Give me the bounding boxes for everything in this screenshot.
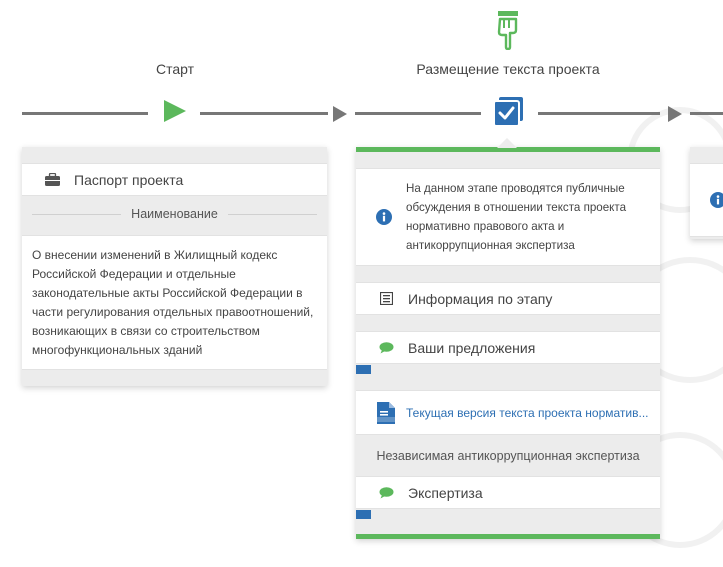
info-circle-icon xyxy=(376,209,392,225)
stage-info-label: Информация по этапу xyxy=(408,290,553,307)
document-link-row[interactable]: Текущая версия текста проекта норматив..… xyxy=(356,390,660,435)
passport-section-label: Наименование xyxy=(131,207,218,221)
next-stage-info-box xyxy=(690,163,723,237)
stage-info-button[interactable]: Информация по этапу xyxy=(356,282,660,315)
card-pointer xyxy=(497,138,517,148)
stage-info-box: На данном этапе проводятся публичные обс… xyxy=(356,168,660,266)
passport-description: О внесении изменений в Жилищный кодекс Р… xyxy=(22,235,327,370)
passport-header[interactable]: Паспорт проекта xyxy=(22,163,327,196)
briefcase-icon xyxy=(44,173,60,186)
document-link[interactable]: Текущая версия текста проекта норматив..… xyxy=(406,405,649,420)
stage-label-current: Размещение текста проекта xyxy=(416,61,600,77)
list-icon xyxy=(378,292,394,305)
proposals-button[interactable]: Ваши предложения xyxy=(356,331,660,364)
expertise-button[interactable]: Экспертиза xyxy=(356,476,660,509)
proposals-progress-bar xyxy=(356,365,371,374)
comment-icon xyxy=(378,486,394,499)
current-stage-card: На данном этапе проводятся публичные обс… xyxy=(356,138,660,539)
expertise-progress-bar xyxy=(356,510,371,519)
passport-section: Наименование xyxy=(22,204,327,224)
proposals-label: Ваши предложения xyxy=(408,339,536,356)
docx-file-icon xyxy=(376,401,396,425)
passport-card: Паспорт проекта Наименование О внесении … xyxy=(22,147,327,386)
document-check-icon[interactable] xyxy=(492,96,524,128)
stage-label-start: Старт xyxy=(155,61,195,77)
stage-info-text: На данном этапе проводятся публичные обс… xyxy=(406,182,627,252)
timeline xyxy=(0,100,723,124)
hand-pointer-icon xyxy=(492,10,524,51)
comment-icon xyxy=(378,341,394,354)
expertise-section-label: Независимая антикоррупционная экспертиза xyxy=(376,449,640,463)
play-icon[interactable] xyxy=(164,100,186,122)
info-circle-icon xyxy=(710,192,723,208)
next-stage-card xyxy=(690,147,723,239)
expertise-label: Экспертиза xyxy=(408,484,483,501)
passport-title: Паспорт проекта xyxy=(74,171,184,188)
